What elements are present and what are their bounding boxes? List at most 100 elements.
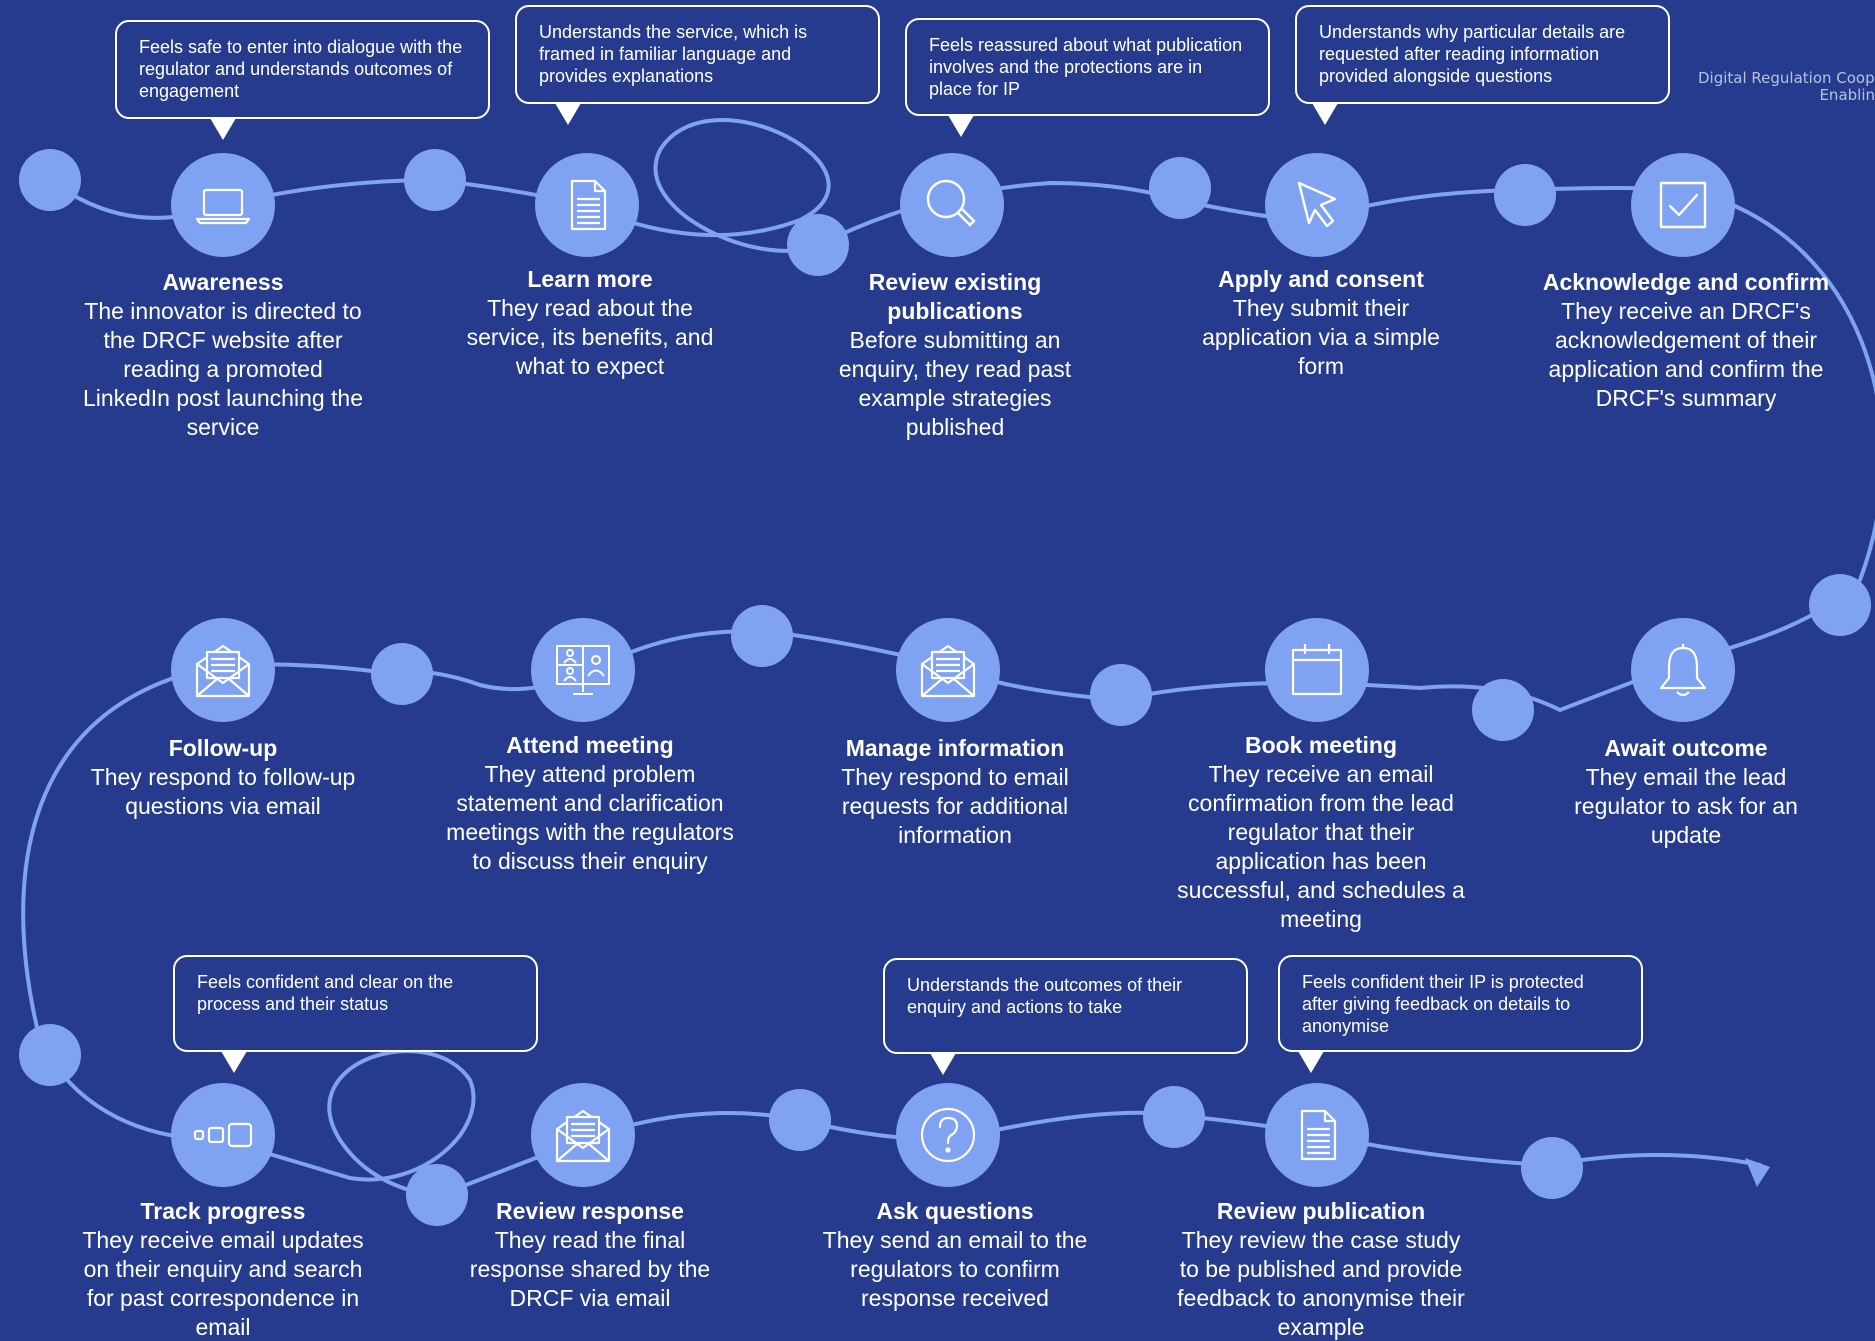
path-dot bbox=[371, 643, 433, 705]
stage-book-meeting: Book meeting They receive an email confi… bbox=[1171, 731, 1471, 934]
emotion-callout: Understands the service, which is framed… bbox=[515, 5, 880, 104]
callout-pointer bbox=[555, 103, 581, 125]
stage-description: They receive an DRCF's acknowledgement o… bbox=[1548, 298, 1824, 411]
stage-circle-learn-more bbox=[535, 153, 639, 257]
callout-pointer bbox=[221, 1051, 247, 1073]
stage-circle-apply-and-consent bbox=[1265, 153, 1369, 257]
stage-description: They attend problem statement and clarif… bbox=[446, 761, 734, 874]
cursor-icon bbox=[1297, 181, 1337, 228]
emotion-callout: Understands the outcomes of their enquir… bbox=[883, 958, 1248, 1054]
path-dot bbox=[406, 1164, 468, 1226]
calendar-icon bbox=[1291, 644, 1343, 696]
stage-description: The innovator is directed to the DRCF we… bbox=[82, 298, 364, 440]
emotion-callout: Feels safe to enter into dialogue with t… bbox=[115, 20, 490, 119]
stage-title: Book meeting bbox=[1244, 732, 1398, 758]
emotion-callout: Understands why particular details are r… bbox=[1295, 5, 1670, 104]
callout-pointer bbox=[948, 115, 974, 137]
stage-title: Review publication bbox=[1216, 1198, 1426, 1224]
stage-title: Learn more bbox=[527, 266, 653, 292]
stage-description: They submit their application via a simp… bbox=[1202, 295, 1440, 379]
stage-description: They receive email updates on their enqu… bbox=[82, 1227, 364, 1340]
path-dot bbox=[1809, 574, 1871, 636]
document-icon bbox=[1300, 1109, 1337, 1161]
stage-review-existing-publications: Review existing publications Before subm… bbox=[820, 268, 1090, 442]
stage-circle-awareness bbox=[171, 153, 275, 257]
checkbox-icon bbox=[1659, 181, 1707, 229]
stage-description: They send an email to the regulators to … bbox=[822, 1227, 1088, 1311]
path-dot bbox=[19, 1024, 81, 1086]
callout-pointer bbox=[210, 118, 236, 140]
path-dot bbox=[1472, 679, 1534, 741]
stage-circle-review-publication bbox=[1265, 1083, 1369, 1187]
path-end-arrow bbox=[1745, 1158, 1770, 1187]
envelope-icon bbox=[195, 644, 251, 698]
path-dot bbox=[19, 149, 81, 211]
stage-circle-attend-meeting bbox=[531, 618, 635, 722]
callout-pointer bbox=[1298, 1051, 1324, 1073]
stage-await-outcome: Await outcome They email the lead regula… bbox=[1556, 734, 1816, 850]
path-dot bbox=[404, 149, 466, 211]
stage-title: Attend meeting bbox=[506, 732, 674, 758]
stage-circle-review-response bbox=[531, 1083, 635, 1187]
stage-title: Review response bbox=[496, 1198, 684, 1224]
stage-track-progress: Track progress They receive email update… bbox=[78, 1197, 368, 1341]
stage-ask-questions: Ask questions They send an email to the … bbox=[810, 1197, 1100, 1313]
stage-title: Await outcome bbox=[1604, 735, 1768, 761]
stage-circle-acknowledge-and-confirm bbox=[1631, 153, 1735, 257]
stage-title: Acknowledge and confirm bbox=[1542, 269, 1830, 295]
stage-circle-await-outcome bbox=[1631, 618, 1735, 722]
stage-description: They read the final response shared by t… bbox=[469, 1227, 711, 1311]
stage-circle-manage-information bbox=[896, 618, 1000, 722]
stage-manage-information: Manage information They respond to email… bbox=[825, 734, 1085, 850]
stage-title: Apply and consent bbox=[1218, 266, 1424, 292]
stage-review-publication: Review publication They review the case … bbox=[1176, 1197, 1466, 1341]
emotion-callout: Feels confident and clear on the process… bbox=[173, 955, 538, 1052]
callout-pointer bbox=[930, 1053, 956, 1075]
question-icon bbox=[920, 1107, 976, 1163]
stage-awareness: Awareness The innovator is directed to t… bbox=[78, 268, 368, 442]
stage-description: They respond to email requests for addit… bbox=[841, 764, 1069, 848]
callout-pointer bbox=[1312, 103, 1338, 125]
stage-title: Ask questions bbox=[876, 1198, 1034, 1224]
laptop-icon bbox=[195, 188, 251, 225]
bell-icon bbox=[1659, 644, 1707, 697]
stage-attend-meeting: Attend meeting They attend problem state… bbox=[445, 731, 735, 876]
stage-circle-book-meeting bbox=[1265, 618, 1369, 722]
magnifier-icon bbox=[926, 179, 976, 227]
organisation-name: Digital Regulation Coope bbox=[1698, 70, 1875, 87]
stage-description: Before submitting an enquiry, they read … bbox=[838, 327, 1072, 440]
stage-follow-up: Follow-up They respond to follow-up ques… bbox=[78, 734, 368, 821]
video-call-icon bbox=[556, 645, 610, 695]
journey-line bbox=[21, 118, 1875, 1198]
path-dot bbox=[1521, 1137, 1583, 1199]
stage-description: They receive an email confirmation from … bbox=[1177, 761, 1465, 932]
stage-description: They review the case study to be publish… bbox=[1177, 1227, 1465, 1340]
stage-title: Review existing publications bbox=[868, 269, 1042, 324]
envelope-icon bbox=[555, 1109, 611, 1163]
path-dot bbox=[1090, 664, 1152, 726]
emotion-callout: Feels reassured about what publication i… bbox=[905, 18, 1270, 116]
stage-circle-follow-up bbox=[171, 618, 275, 722]
progress-icon bbox=[193, 1122, 253, 1148]
organisation-tagline: Enablin bbox=[1819, 86, 1875, 104]
stage-title: Follow-up bbox=[168, 735, 278, 761]
stage-description: They respond to follow-up questions via … bbox=[90, 764, 356, 819]
document-icon bbox=[570, 179, 607, 231]
path-dot bbox=[1149, 157, 1211, 219]
stage-apply-and-consent: Apply and consent They submit their appl… bbox=[1191, 265, 1451, 381]
stage-review-response: Review response They read the final resp… bbox=[455, 1197, 725, 1313]
stage-title: Awareness bbox=[162, 269, 284, 295]
path-dot bbox=[787, 214, 849, 276]
path-dot bbox=[1494, 164, 1556, 226]
path-dot bbox=[731, 605, 793, 667]
emotion-callout: Feels confident their IP is protected af… bbox=[1278, 955, 1643, 1052]
stage-acknowledge-and-confirm: Acknowledge and confirm They receive an … bbox=[1541, 268, 1831, 413]
stage-description: They read about the service, its benefit… bbox=[466, 295, 714, 379]
path-dot bbox=[1143, 1086, 1205, 1148]
stage-circle-review-existing-publications bbox=[900, 153, 1004, 257]
stage-circle-ask-questions bbox=[896, 1083, 1000, 1187]
stage-title: Track progress bbox=[140, 1198, 306, 1224]
stage-circle-track-progress bbox=[171, 1083, 275, 1187]
